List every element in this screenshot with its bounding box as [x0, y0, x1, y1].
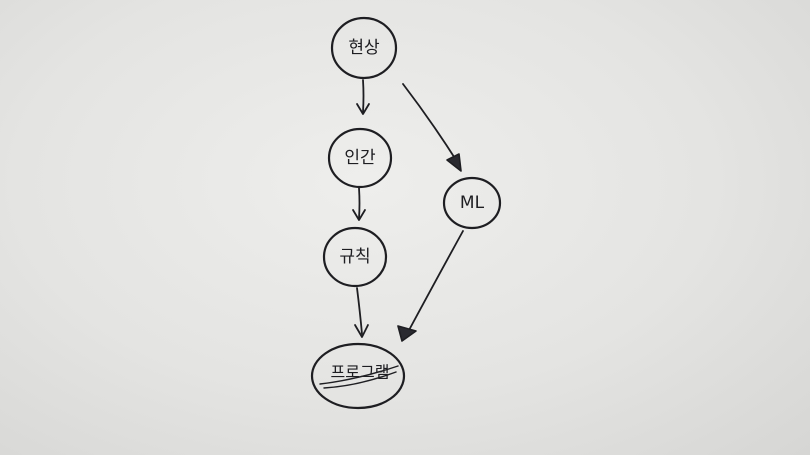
arrowhead-phenomenon-to-ml	[446, 153, 462, 172]
node-ml-circle	[442, 176, 502, 230]
node-phenomenon: 현상	[330, 16, 398, 80]
program-underline-scribble	[319, 365, 399, 385]
node-rules: 규칙	[322, 226, 388, 288]
edges	[352, 79, 464, 342]
edge-human-to-rules	[358, 187, 361, 219]
node-rules-circle	[322, 226, 388, 288]
edge-phenomenon-to-ml	[402, 83, 459, 164]
arrowhead-human-to-rules	[352, 209, 366, 221]
program-underline-scribble-2	[323, 371, 397, 389]
edge-ml-to-program	[407, 230, 464, 333]
arrowhead-rules-to-program	[354, 324, 369, 338]
arrowhead-phenomenon-to-human	[356, 103, 370, 115]
edge-phenomenon-to-human	[362, 79, 365, 113]
node-human-circle	[327, 127, 393, 189]
node-ml: ML	[442, 176, 502, 230]
node-ml-label: ML	[460, 193, 485, 213]
node-rules-label: 규칙	[339, 247, 370, 267]
arrowhead-ml-to-program	[397, 325, 417, 342]
node-program-label: 프로그램	[331, 363, 390, 382]
node-program: 프로그램	[310, 342, 406, 410]
node-human: 인간	[327, 127, 393, 189]
edge-rules-to-program	[356, 287, 363, 335]
node-program-circle	[310, 342, 406, 410]
node-phenomenon-label: 현상	[348, 38, 380, 58]
node-phenomenon-circle	[330, 16, 398, 80]
node-human-label: 인간	[344, 148, 376, 168]
